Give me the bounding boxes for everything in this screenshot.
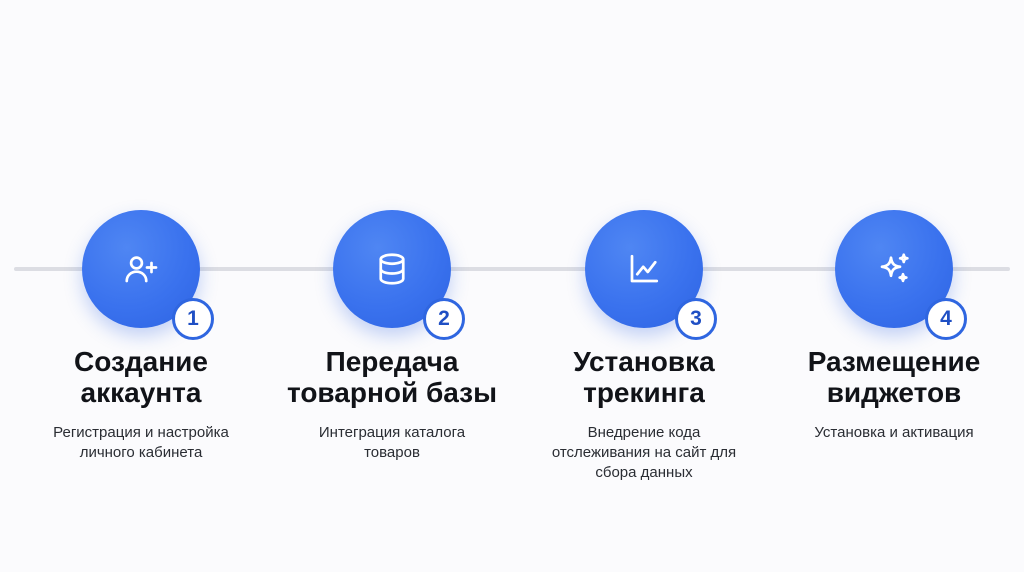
step-3-title-line: трекинга [583, 377, 705, 408]
step-4: 4 Размещение виджетов Установка и актива… [764, 210, 1024, 443]
line-chart-icon [630, 254, 659, 283]
step-4-title-line: виджетов [826, 377, 962, 408]
user-plus-icon [125, 256, 158, 283]
step-1-desc-line: личного кабинета [79, 444, 203, 461]
database-icon [379, 253, 405, 285]
step-3-title-line: Установка [573, 346, 715, 377]
step-3-title: Установка трекинга [514, 346, 774, 408]
step-2-title-line: товарной базы [286, 377, 497, 408]
step-3-desc-line: Внедрение кода [587, 424, 701, 441]
step-4-circle: 4 [835, 210, 967, 340]
step-2: 2 Передача товарной базы Интеграция ката… [262, 210, 522, 463]
step-2-desc-line: Интеграция каталога [318, 424, 466, 441]
step-4-title: Размещение виджетов [764, 346, 1024, 408]
step-2-title-line: Передача [325, 346, 459, 377]
step-1-circle: 1 [82, 210, 214, 340]
step-1: 1 Создание аккаунта Регистрация и настро… [11, 210, 271, 463]
step-4-desc-line: Установка и активация [814, 424, 974, 441]
step-3-circle: 3 [585, 210, 717, 340]
step-3-number-badge: 3 [675, 298, 717, 340]
step-4-title-line: Размещение [807, 346, 981, 377]
step-4-number-badge: 4 [925, 298, 967, 340]
step-4-description: Установка и активация [764, 423, 1024, 443]
step-1-title-line: Создание [74, 346, 208, 377]
step-3-description: Внедрение кода отслеживания на сайт для … [514, 423, 774, 483]
step-3: 3 Установка трекинга Внедрение кода отсл… [514, 210, 774, 483]
step-3-desc-line: отслеживания на сайт для [551, 444, 737, 461]
step-2-title: Передача товарной базы [262, 346, 522, 408]
step-2-number-badge: 2 [423, 298, 465, 340]
step-1-title: Создание аккаунта [11, 346, 271, 408]
step-1-desc-line: Регистрация и настройка [53, 424, 229, 441]
step-2-description: Интеграция каталога товаров [262, 423, 522, 463]
step-3-desc-line: сбора данных [595, 464, 693, 481]
timeline-line [14, 267, 1010, 271]
step-1-description: Регистрация и настройка личного кабинета [11, 423, 271, 463]
step-2-circle: 2 [333, 210, 465, 340]
step-1-title-line: аккаунта [80, 377, 202, 408]
step-1-number-badge: 1 [172, 298, 214, 340]
sparkles-icon [880, 253, 909, 283]
step-2-desc-line: товаров [364, 444, 420, 461]
